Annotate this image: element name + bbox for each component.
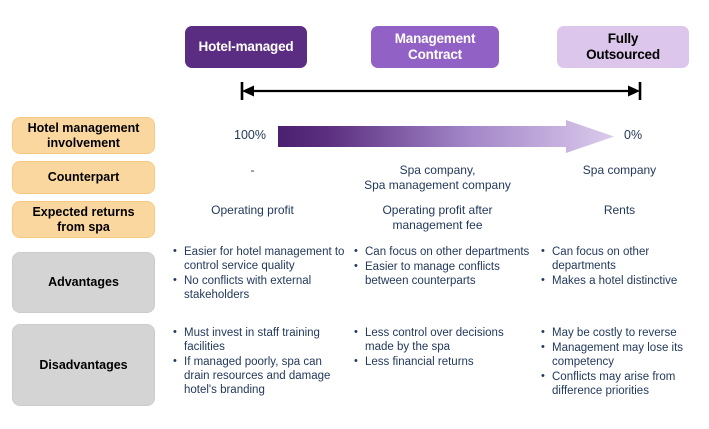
list-item: Can focus on other departments [353,244,530,259]
counterpart-line1: Spa company, [399,163,476,177]
counterpart-value-hotel-managed: - [160,163,345,193]
expected-returns-line1: Operating profit after [382,203,493,217]
disadvantages-values-row: Must invest in staff training facilities… [160,325,709,399]
model-label-line1: Fully [607,31,639,47]
row-label-line2: from spa [57,219,110,234]
counterpart-value-management-contract: Spa company, Spa management company [345,163,530,193]
disadvantages-hotel-managed: Must invest in staff training facilities… [160,325,345,399]
row-label-text: Disadvantages [39,357,128,372]
list-item: Easier for hotel management to control s… [172,244,345,273]
bullet-list: Easier for hotel management to control s… [172,244,345,302]
bullet-list: May be costly to reverse Management may … [540,325,709,398]
row-label-text: Hotel management involvement [28,121,140,151]
model-label-line2: Contract [408,47,462,62]
advantages-fully-outsourced: Can focus on other departments Makes a h… [530,244,709,303]
counterpart-value-fully-outsourced: Spa company [530,163,709,193]
list-item: Must invest in staff training facilities [172,325,345,354]
list-item: May be costly to reverse [540,325,709,340]
expected-returns-value-fully-outsourced: Rents [530,203,709,233]
row-label-disadvantages: Disadvantages [12,324,155,406]
model-box-management-contract-label: Management Contract [395,31,476,63]
list-item: Management may lose its competency [540,341,709,369]
involvement-left-value: 100% [234,128,266,142]
counterpart-values-row: - Spa company, Spa management company Sp… [160,163,709,193]
disadvantages-management-contract: Less control over decisions made by the … [345,325,530,399]
bullet-list: Can focus on other departments Makes a h… [540,244,709,288]
row-label-text: Advantages [48,275,119,289]
counterpart-line2: Spa management company [364,178,511,192]
involvement-right-value: 0% [624,128,643,142]
expected-returns-values-row: Operating profit Operating profit after … [160,203,709,233]
list-item: Can focus on other departments [540,244,709,273]
counterpart-line1: - [250,163,255,177]
model-label-line2: Outsourced [586,47,660,62]
model-label-line1: Management [394,31,476,47]
list-item: Makes a hotel distinctive [540,274,709,288]
bullet-list: Can focus on other departments Easier to… [353,244,530,288]
expected-returns-value-hotel-managed: Operating profit [160,203,345,233]
advantages-values-row: Easier for hotel management to control s… [160,244,709,303]
row-label-text: Counterpart [47,170,120,184]
model-box-fully-outsourced-label: Fully Outsourced [586,31,660,63]
row-label-line2: involvement [47,135,120,150]
row-label-expected-returns-from-spa: Expected returns from spa [12,201,155,238]
expected-returns-line1: Operating profit [211,203,294,217]
row-label-advantages: Advantages [12,252,155,313]
row-label-counterpart: Counterpart [12,161,155,194]
advantages-management-contract: Can focus on other departments Easier to… [345,244,530,303]
gradient-arrow-icon [278,120,614,153]
list-item: No conflicts with external stakeholders [172,274,345,302]
row-label-line1: Hotel management [27,120,140,135]
list-item: Less control over decisions made by the … [353,325,530,354]
row-label-text: Expected returns from spa [32,205,134,235]
advantages-hotel-managed: Easier for hotel management to control s… [160,244,345,303]
bullet-list: Must invest in staff training facilities… [172,325,345,397]
row-label-hotel-management-involvement: Hotel management involvement [12,117,155,154]
list-item: If managed poorly, spa can drain resourc… [172,355,345,397]
row-label-line1: Expected returns [32,204,135,219]
counterpart-line1: Spa company [582,163,657,177]
disadvantages-fully-outsourced: May be costly to reverse Management may … [530,325,709,399]
expected-returns-line2: management fee [392,218,483,232]
model-box-hotel-managed-label: Hotel-managed [198,39,294,55]
expected-returns-line1: Rents [603,203,636,217]
model-box-fully-outsourced[interactable]: Fully Outsourced [557,26,689,68]
bullet-list: Less control over decisions made by the … [353,325,530,369]
list-item: Easier to manage conflicts between count… [353,260,530,288]
double-headed-arrow-icon [240,82,642,100]
model-box-hotel-managed[interactable]: Hotel-managed [185,26,307,68]
expected-returns-value-management-contract: Operating profit after management fee [345,203,530,233]
list-item: Conflicts may arise from difference prio… [540,370,709,398]
model-box-management-contract[interactable]: Management Contract [371,26,499,68]
list-item: Less financial returns [353,355,530,369]
involvement-gradient-row: 100% 0% [160,117,709,157]
